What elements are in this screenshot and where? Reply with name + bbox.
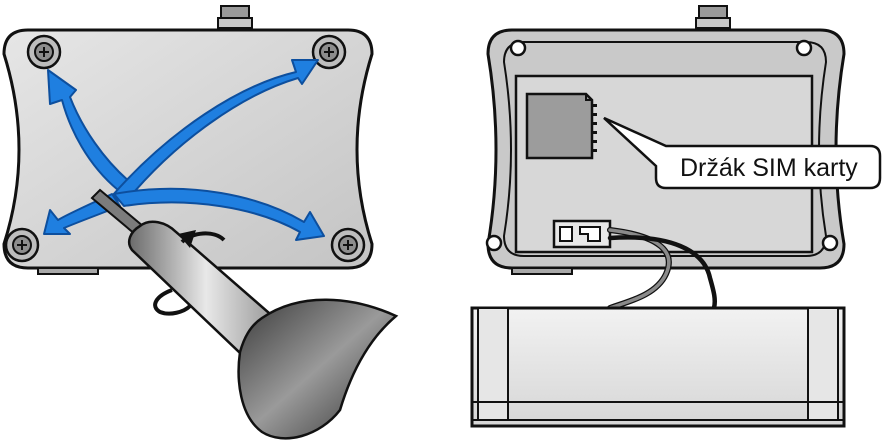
closed-housing [2, 5, 399, 440]
housing-inner-wall [502, 41, 828, 257]
rotation-arrowhead [178, 230, 196, 248]
connector-icon [552, 219, 612, 249]
screw-icon [330, 227, 366, 263]
screw-icon [485, 234, 503, 252]
antenna-connector-icon [695, 5, 731, 29]
screw-icon [311, 34, 347, 70]
screw-icon [795, 39, 813, 57]
screw-icon [821, 234, 839, 252]
sim-holder-callout: Držák SIM karty [603, 116, 882, 190]
screw-icon [509, 39, 527, 57]
open-housing: Držák SIM karty [470, 5, 882, 428]
screw-icon [26, 34, 62, 70]
cable-icon [607, 227, 718, 311]
sim-holder-label: Držák SIM karty [680, 154, 858, 182]
screw-icon [4, 227, 40, 263]
sim-card-holder-icon [525, 92, 597, 160]
housing-lid-open [470, 306, 846, 428]
antenna-connector-icon [217, 5, 253, 29]
screwdriver-icon [90, 188, 399, 440]
